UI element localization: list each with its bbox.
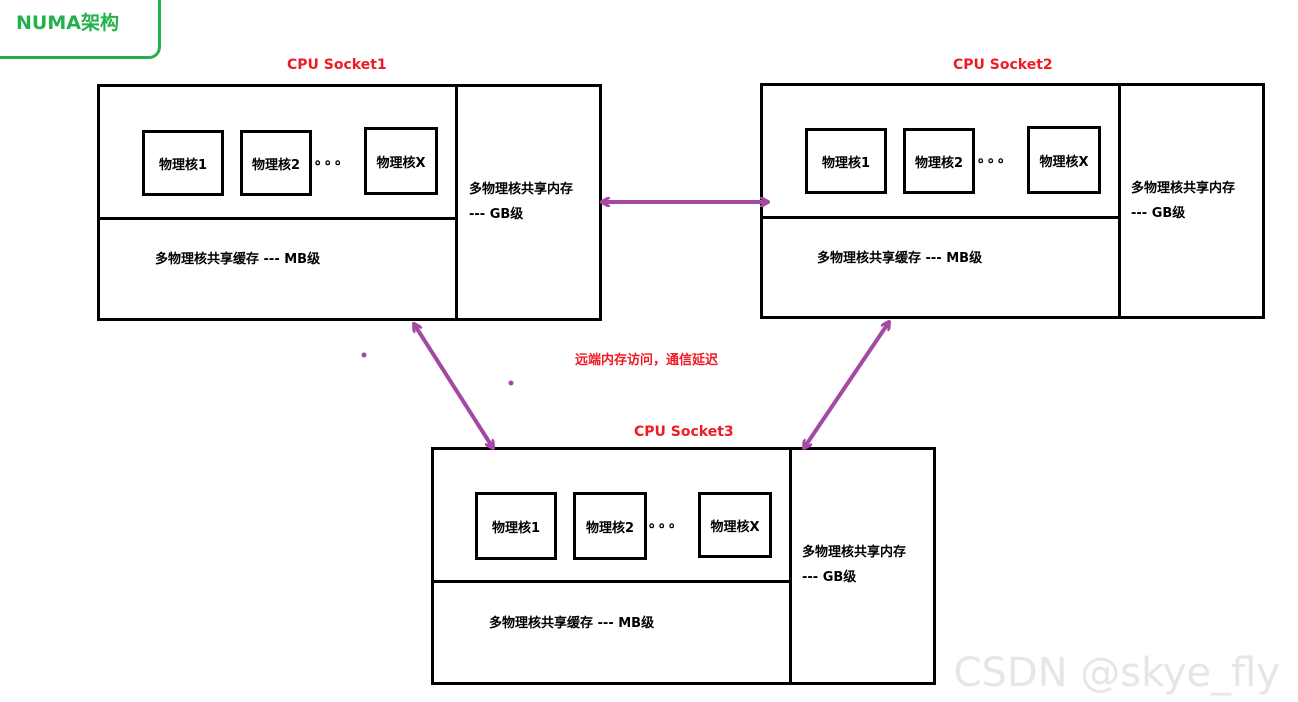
socket1-cpu-area: 物理核1 物理核2 。。。 物理核X 多物理核共享缓存 --- MB级 <box>100 87 458 318</box>
page-title: NUMA架构 <box>16 12 119 34</box>
arrow-socket2-socket3 <box>804 322 889 448</box>
socket1-core-1: 物理核1 <box>142 130 224 196</box>
socket2-cpu-area: 物理核1 物理核2 。。。 物理核X 多物理核共享缓存 --- MB级 <box>763 86 1121 316</box>
socket2-core-x: 物理核X <box>1027 126 1101 194</box>
socket3-memory-line2: --- GB级 <box>802 570 857 585</box>
socket3-ellipsis: 。。。 <box>649 515 686 531</box>
socket3-label: CPU Socket3 <box>634 424 734 440</box>
socket2-memory-line1: 多物理核共享内存 <box>1131 181 1236 196</box>
socket2-label: CPU Socket2 <box>953 57 1053 73</box>
socket3-memory-line1: 多物理核共享内存 <box>802 545 907 560</box>
socket2-memory-line2: --- GB级 <box>1131 206 1186 221</box>
stray-dot-2 <box>508 380 514 386</box>
socket1-core-2: 物理核2 <box>240 130 312 196</box>
socket1-memory-label: 多物理核共享内存 --- GB级 <box>469 177 573 227</box>
socket3-memory-label: 多物理核共享内存 --- GB级 <box>802 540 906 590</box>
socket3-core-1: 物理核1 <box>475 492 557 560</box>
cpu-socket-3: 物理核1 物理核2 。。。 物理核X 多物理核共享缓存 --- MB级 多物理核… <box>431 447 936 685</box>
socket1-memory-line2: --- GB级 <box>469 207 524 222</box>
socket3-cpu-area: 物理核1 物理核2 。。。 物理核X 多物理核共享缓存 --- MB级 <box>434 450 792 682</box>
socket2-ellipsis: 。。。 <box>978 150 1015 166</box>
socket1-cache-label: 多物理核共享缓存 --- MB级 <box>155 252 321 267</box>
socket3-core-2: 物理核2 <box>573 492 647 560</box>
title-tab: NUMA架构 <box>0 0 161 59</box>
socket1-cores-area: 物理核1 物理核2 。。。 物理核X <box>100 87 455 220</box>
socket3-cores-area: 物理核1 物理核2 。。。 物理核X <box>434 450 789 583</box>
socket2-core-2: 物理核2 <box>903 128 975 194</box>
arrow-socket1-socket3 <box>414 324 493 448</box>
remote-access-note: 远端内存访问，通信延迟 <box>575 353 719 368</box>
socket1-label: CPU Socket1 <box>287 57 387 73</box>
socket3-core-x: 物理核X <box>698 492 772 558</box>
watermark: CSDN @skye_fly <box>953 650 1280 696</box>
socket2-memory-label: 多物理核共享内存 --- GB级 <box>1131 176 1235 226</box>
socket2-core-1: 物理核1 <box>805 128 887 194</box>
stray-dot-1 <box>361 352 367 358</box>
socket2-cache-label: 多物理核共享缓存 --- MB级 <box>817 251 983 266</box>
socket1-memory-line1: 多物理核共享内存 <box>469 182 574 197</box>
socket1-ellipsis: 。。。 <box>315 152 352 168</box>
socket1-core-x: 物理核X <box>364 127 438 195</box>
socket3-cache-label: 多物理核共享缓存 --- MB级 <box>489 616 655 631</box>
socket2-cores-area: 物理核1 物理核2 。。。 物理核X <box>763 86 1118 219</box>
